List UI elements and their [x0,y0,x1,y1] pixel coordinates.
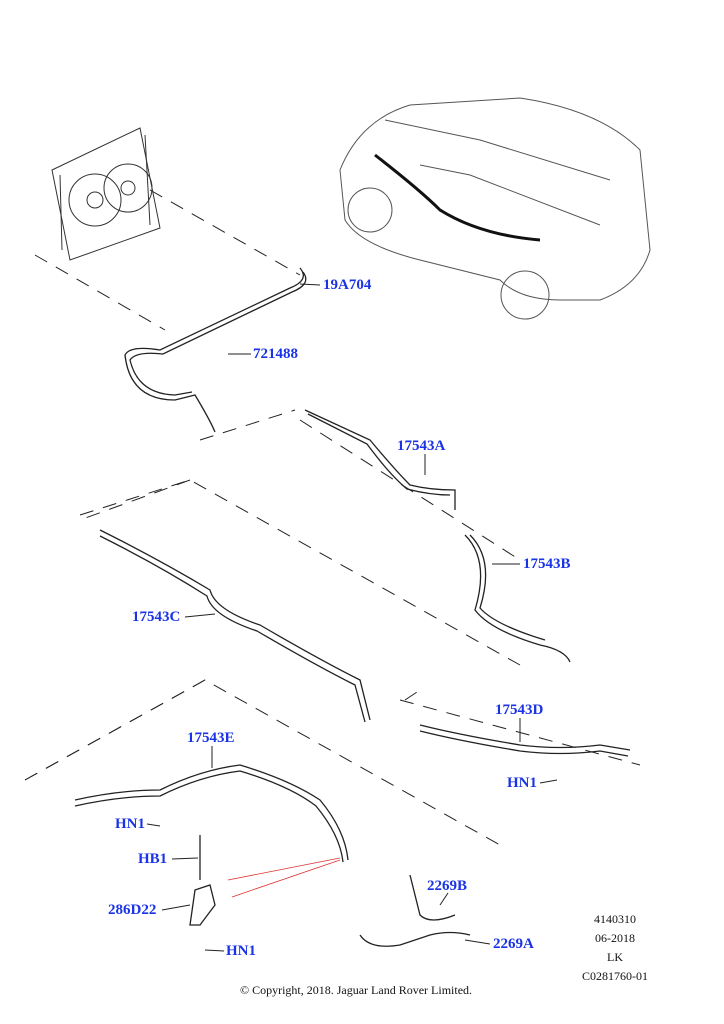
hose-17543A [304,409,456,510]
hose-2269A [359,931,471,947]
callout-17543E[interactable]: 17543E [187,730,235,746]
illustration-info: 4140310 06-2018 LK C0281760-01 [570,910,660,986]
callout-hn1-right[interactable]: HN1 [507,775,537,791]
callout-17543D[interactable]: 17543D [495,702,544,718]
callout-hn1-left[interactable]: HN1 [115,816,145,832]
callout-17543A[interactable]: 17543A [397,438,446,454]
bracket-286D22 [189,884,216,926]
highlight-leaders [227,857,341,898]
callout-2269A[interactable]: 2269A [493,936,534,952]
hose-17543D [419,724,631,751]
callout-721488[interactable]: 721488 [253,346,298,362]
vehicle-outline [339,97,651,320]
callout-hb1[interactable]: HB1 [138,851,168,867]
callout-17543C[interactable]: 17543C [132,609,181,625]
illustration-reference: C0281760-01 [582,969,648,983]
hose-2269B [409,874,456,921]
illustration-number: 4140310 [594,912,636,926]
copyright-notice: © Copyright, 2018. Jaguar Land Rover Lim… [239,983,473,997]
illustration-date: 06-2018 [595,931,635,945]
callout-19A704[interactable]: 19A704 [323,277,372,293]
callout-286D22[interactable]: 286D22 [108,902,157,918]
hose-17543E [74,764,349,861]
radiator-fan-assembly [51,127,161,261]
callout-17543B[interactable]: 17543B [523,556,571,572]
hoses [74,267,631,947]
illustration-code: LK [607,950,623,964]
callout-2269B[interactable]: 2269B [427,878,468,894]
callout-hn1-bottom[interactable]: HN1 [226,943,256,959]
hose-17543B [464,534,571,663]
hose-17543C [99,529,371,721]
leader-lines [146,283,558,952]
hose-19A704 [124,267,304,433]
